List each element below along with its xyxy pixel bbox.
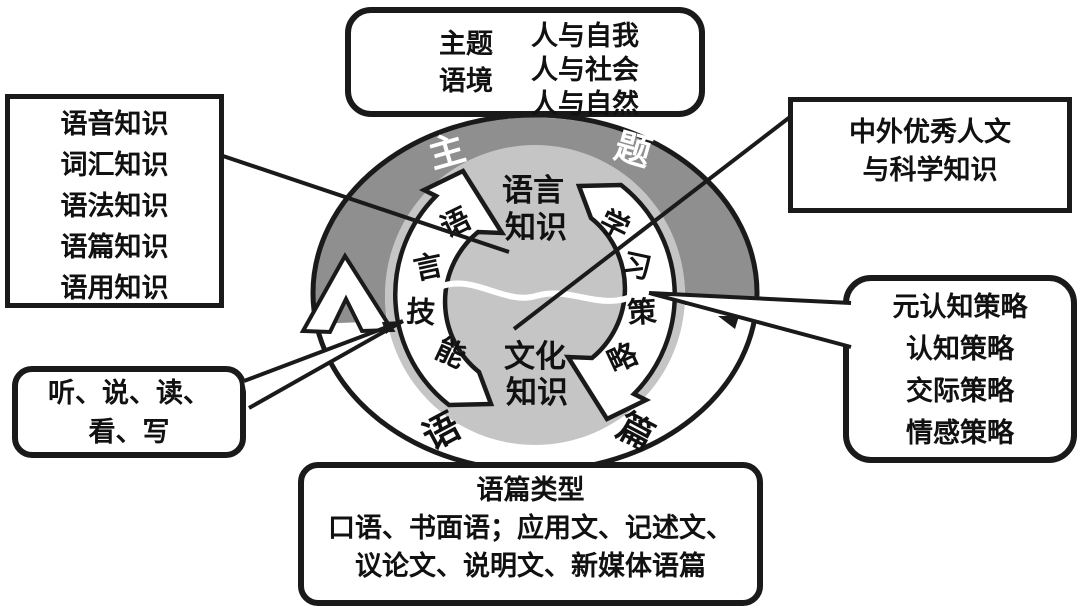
connector-culture-knowledge (512, 115, 792, 331)
strategies-arrow-band (563, 182, 677, 422)
center-wave-icon (429, 280, 644, 304)
culture-knowledge-line2: 知识 (506, 375, 568, 410)
strategy-item-4: 情感策略 (906, 418, 1014, 448)
skills-line-1: 听、说、读、 (48, 378, 210, 408)
theme-context-label: 主题 语境 (401, 13, 531, 111)
theme-context-items: 人与自我 人与社会 人与自然 (531, 13, 639, 119)
discourse-line-2: 议论文、说明文、新媒体语篇 (355, 551, 706, 581)
discourse-line-1: 口语、书面语；应用文、记述文、 (328, 513, 733, 543)
strategies-char-2: 习 (619, 248, 654, 285)
theme-arc-end-edge (684, 300, 758, 305)
skills-char-2: 言 (411, 248, 446, 286)
strategy-item-3: 交际策略 (906, 376, 1014, 406)
discourse-title: 语篇类型 (476, 475, 585, 505)
skills-arrow-band (393, 168, 507, 408)
culture-knowledge-box: 中外优秀人文 与科学知识 (788, 97, 1072, 213)
discourse-types-box: 语篇类型 口语、书面语；应用文、记述文、 议论文、说明文、新媒体语篇 (298, 462, 763, 606)
lang-knowledge-item-5: 语用知识 (60, 273, 169, 303)
theme-item-3: 人与自然 (531, 89, 639, 119)
skills-line-2: 看、写 (88, 417, 170, 447)
strategy-item-2: 认知策略 (906, 334, 1014, 364)
theme-item-2: 人与社会 (531, 55, 639, 85)
learning-strategies-box: 元认知策略 认知策略 交际策略 情感策略 (843, 275, 1077, 463)
culture-knowledge-line1: 文化 (504, 339, 566, 374)
theme-context-box: 主题 语境 人与自我 人与社会 人与自然 (345, 7, 705, 119)
strategy-item-1: 元认知策略 (892, 292, 1028, 322)
theme-item-1: 人与自我 (531, 21, 639, 51)
language-knowledge-line2: 知识 (505, 210, 567, 245)
connector-language-knowledge (222, 154, 510, 254)
lang-knowledge-item-4: 语篇知识 (60, 232, 169, 262)
strategies-char-3: 策 (626, 294, 658, 330)
lang-knowledge-item-3: 语法知识 (60, 191, 169, 221)
culture-line-1: 中外优秀人文 (849, 117, 1011, 147)
language-knowledge-box: 语音知识 词汇知识 语法知识 语篇知识 语用知识 (5, 94, 224, 308)
skills-char-3: 技 (405, 295, 436, 330)
culture-line-2: 与科学知识 (862, 155, 998, 185)
language-skills-box: 听、说、读、 看、写 (12, 366, 246, 458)
theme-label-line2: 语境 (439, 66, 493, 96)
lang-knowledge-item-2: 词汇知识 (60, 150, 169, 180)
theme-label-line1: 主题 (439, 29, 493, 59)
language-knowledge-line1: 语言 (502, 173, 564, 208)
theme-arc-band (313, 117, 758, 324)
lang-knowledge-item-1: 语音知识 (60, 109, 169, 139)
